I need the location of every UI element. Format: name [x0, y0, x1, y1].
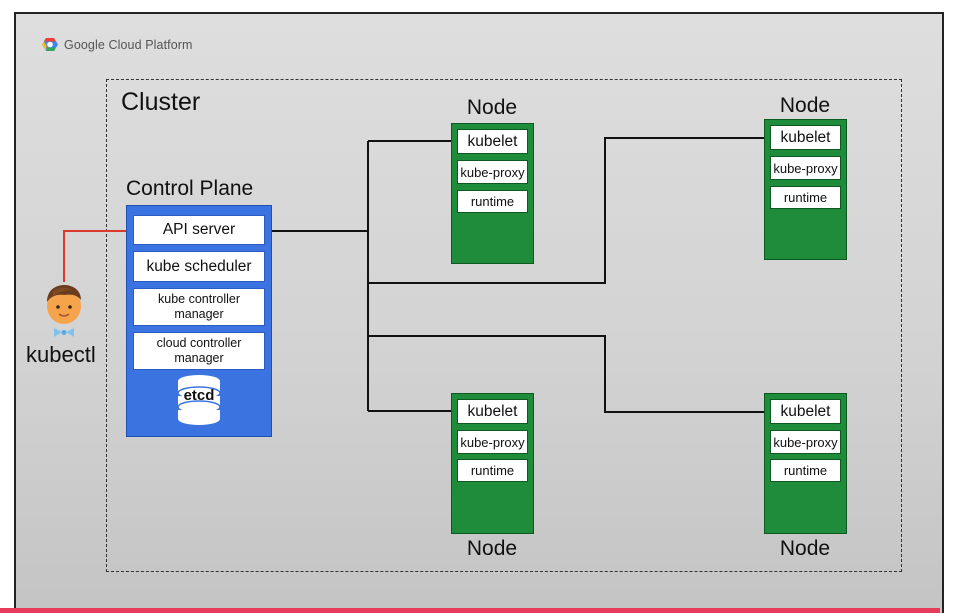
person-avatar-icon[interactable]	[42, 284, 86, 340]
kubelet[interactable]: kubelet	[457, 129, 528, 154]
runtime[interactable]: runtime	[457, 459, 528, 482]
kubelet[interactable]: kubelet	[770, 399, 841, 424]
kubelet[interactable]: kubelet	[457, 399, 528, 424]
link-node-bottom-right	[368, 335, 770, 413]
kube-controller-manager[interactable]: kube controller manager	[133, 288, 265, 326]
kube-proxy[interactable]: kube-proxy	[457, 160, 528, 184]
link-kubectl	[63, 230, 133, 282]
node-label: Node	[466, 96, 518, 119]
control-plane-title: Control Plane	[126, 177, 254, 200]
video-progress-bar[interactable]	[0, 608, 940, 613]
cluster-boundary	[106, 79, 902, 572]
runtime[interactable]: runtime	[770, 459, 841, 482]
brand-name: Google Cloud Platform	[64, 37, 193, 52]
kube-scheduler[interactable]: kube scheduler	[133, 251, 265, 282]
runtime[interactable]: runtime	[770, 186, 841, 209]
kube-proxy[interactable]: kube-proxy	[770, 430, 841, 454]
link-node-top-right	[368, 137, 770, 284]
node-label: Node	[466, 537, 518, 560]
etcd-label: etcd	[183, 387, 215, 404]
kubectl-label: kubectl	[26, 342, 96, 367]
api-server[interactable]: API server	[133, 215, 265, 245]
cloud-controller-manager[interactable]: cloud controller manager	[133, 332, 265, 370]
gcp-brand: Google Cloud Platform	[42, 37, 193, 52]
kube-proxy[interactable]: kube-proxy	[770, 156, 841, 180]
node-label: Node	[779, 94, 831, 117]
node-label: Node	[779, 537, 831, 560]
gcp-logo-icon	[42, 38, 58, 51]
cluster-label: Cluster	[121, 88, 201, 116]
kubelet[interactable]: kubelet	[770, 125, 841, 150]
kube-proxy[interactable]: kube-proxy	[457, 430, 528, 454]
runtime[interactable]: runtime	[457, 190, 528, 213]
database-icon	[177, 375, 221, 425]
